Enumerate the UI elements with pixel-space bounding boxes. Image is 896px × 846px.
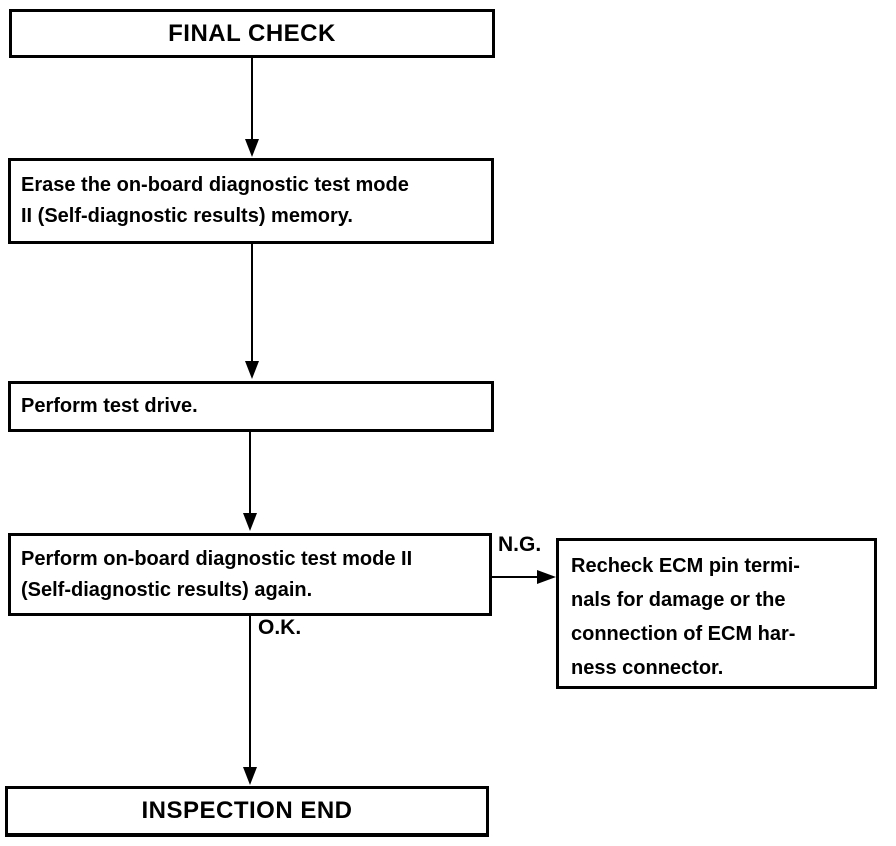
arrow-erase-to-testdrive — [245, 242, 259, 379]
node-erase-memory-label: Erase the on-board diagnostic test mode … — [21, 174, 409, 227]
node-final-check-label: FINAL CHECK — [168, 19, 336, 47]
node-test-drive-label: Perform test drive. — [21, 395, 198, 417]
node-erase-memory: Erase the on-board diagnostic test mode … — [8, 158, 494, 244]
node-inspection-end-label: INSPECTION END — [141, 797, 353, 824]
node-recheck-ecm: Recheck ECM pin termi- nals for damage o… — [556, 538, 877, 689]
arrow-final-to-erase — [245, 57, 259, 157]
arrow-ok-to-end — [243, 614, 257, 785]
edge-label-ok: O.K. — [258, 616, 302, 640]
node-inspection-end: INSPECTION END — [5, 786, 489, 837]
edge-label-ng: N.G. — [498, 533, 542, 557]
arrow-testdrive-to-diagnostic — [243, 430, 257, 531]
node-test-drive: Perform test drive. — [8, 381, 494, 432]
node-recheck-ecm-label: Recheck ECM pin termi- nals for damage o… — [571, 555, 800, 679]
node-final-check: FINAL CHECK — [9, 9, 495, 58]
node-diagnostic-again: Perform on-board diagnostic test mode II… — [8, 533, 492, 616]
arrow-ng-to-recheck — [491, 570, 556, 584]
node-diagnostic-again-label: Perform on-board diagnostic test mode II… — [21, 548, 413, 601]
